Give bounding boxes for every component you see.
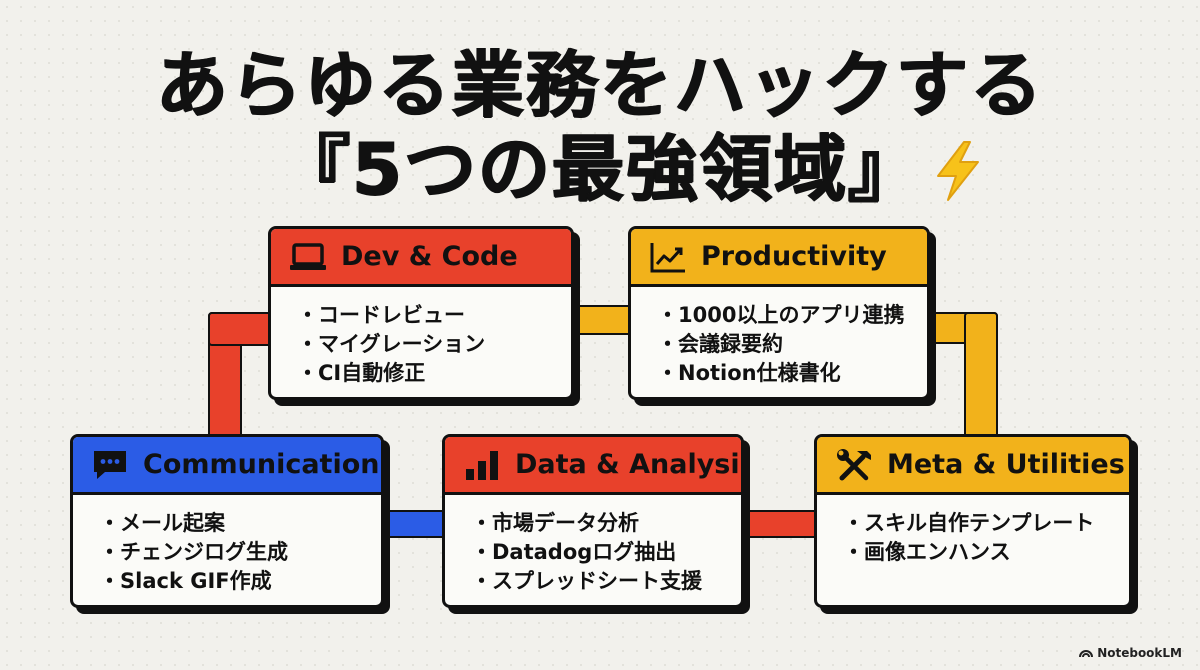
page-title-line-1: あらゆる業務をハックする [155,43,1044,127]
data-analysis-card-title: Data & Analysis [515,449,744,480]
communication-card-header: Communication [73,437,381,495]
connector-dev-to-communication-horizontal [208,312,278,346]
list-item: Datadogログ抽出 [471,538,741,567]
productivity-card-title: Productivity [701,241,887,272]
bar-chart-icon [466,450,498,480]
productivity-card-header: Productivity [631,229,927,287]
dev-code-card-list: コードレビュー マイグレーション CI自動修正 [271,287,571,388]
list-item: 1000以上のアプリ連携 [657,301,927,330]
list-item: チェンジログ生成 [99,538,381,567]
list-item: 市場データ分析 [471,509,741,538]
data-analysis-card-header: Data & Analysis [445,437,741,495]
connector-productivity-to-meta-vertical [964,312,998,442]
list-item: 会議録要約 [657,330,927,359]
meta-utilities-card-list: スキル自作テンプレート 画像エンハンス [817,495,1129,567]
meta-utilities-card: Meta & Utilities スキル自作テンプレート 画像エンハンス [814,434,1132,608]
communication-card-title: Communication [143,449,380,480]
tools-icon [837,448,871,480]
list-item: スプレッドシート支援 [471,567,741,596]
chat-bubble-icon [94,450,126,479]
list-item: CI自動修正 [297,359,571,388]
list-item: スキル自作テンプレート [843,509,1129,538]
communication-card-list: メール起案 チェンジログ生成 Slack GIF作成 [73,495,381,596]
data-analysis-card: Data & Analysis 市場データ分析 Datadogログ抽出 スプレッ… [442,434,744,608]
page-title-line-2: 『5つの最強領域』 [277,127,923,211]
footer-brand-label: NotebookLM [1097,646,1182,660]
list-item: マイグレーション [297,330,571,359]
connector-dev-to-productivity [574,305,634,335]
list-item: 画像エンハンス [843,538,1129,567]
list-item: Slack GIF作成 [99,567,381,596]
line-chart-icon [650,242,685,272]
connector-data-to-meta [744,510,820,538]
laptop-icon [290,242,326,270]
dev-code-card-header: Dev & Code [271,229,571,287]
list-item: メール起案 [99,509,381,538]
meta-utilities-card-title: Meta & Utilities [887,449,1125,480]
list-item: Notion仕様書化 [657,359,927,388]
productivity-card: Productivity 1000以上のアプリ連携 会議録要約 Notion仕様… [628,226,930,400]
lightning-bolt-icon [937,141,979,201]
notebooklm-logo-icon [1079,650,1094,658]
footer-brand: NotebookLM [1079,646,1182,660]
meta-utilities-card-header: Meta & Utilities [817,437,1129,495]
list-item: コードレビュー [297,301,571,330]
connector-communication-to-data [382,510,448,538]
data-analysis-card-list: 市場データ分析 Datadogログ抽出 スプレッドシート支援 [445,495,741,596]
communication-card: Communication メール起案 チェンジログ生成 Slack GIF作成 [70,434,384,608]
dev-code-card: Dev & Code コードレビュー マイグレーション CI自動修正 [268,226,574,400]
dev-code-card-title: Dev & Code [341,241,518,272]
productivity-card-list: 1000以上のアプリ連携 会議録要約 Notion仕様書化 [631,287,927,388]
